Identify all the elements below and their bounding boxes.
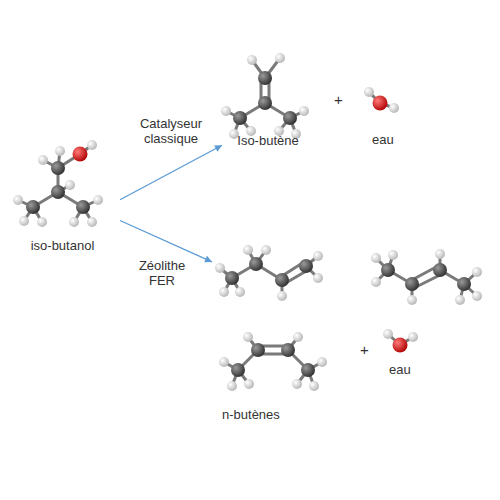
molecule-product-group: n-butènes (212, 235, 495, 427)
plus-sign: + (334, 92, 343, 107)
molecule-name: Iso-butène (237, 133, 298, 148)
molecule-name: n-butènes (222, 407, 280, 422)
arrow-head (204, 256, 212, 262)
molecule-reactant: iso-butanol (5, 140, 120, 255)
molecule-name: iso-butanol (31, 238, 95, 253)
plus-sign: + (360, 342, 369, 357)
arrow-line (120, 221, 212, 262)
molecule-product: Iso-butène (222, 40, 314, 152)
catalyst-label: Catalyseur classique (133, 116, 209, 146)
arrow-line (120, 145, 222, 200)
arrow-head (214, 145, 222, 151)
catalyst-label: Zéolithe FER (132, 258, 192, 288)
reaction-arrow (120, 221, 212, 263)
reaction-arrow (120, 145, 222, 200)
product-name: eau (372, 132, 394, 147)
product-name: eau (389, 362, 411, 377)
